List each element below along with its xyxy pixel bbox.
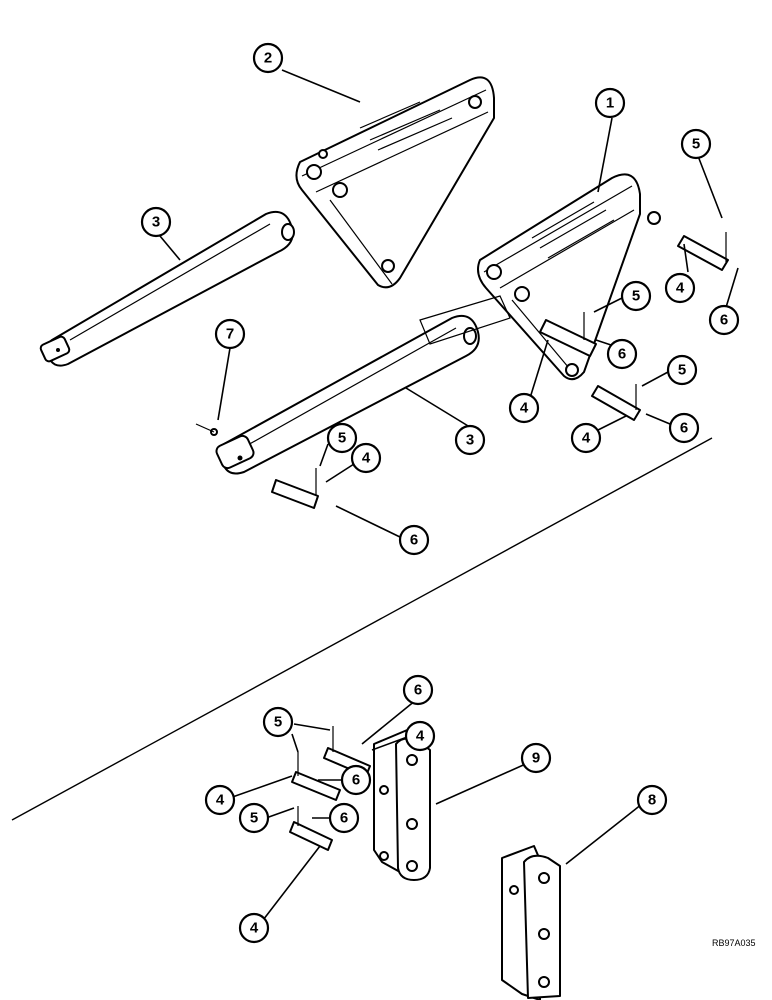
triangle-bracket-right <box>477 173 661 381</box>
callout-3a: 3 <box>140 206 172 238</box>
callout-4g: 4 <box>238 912 270 944</box>
svg-text:6: 6 <box>720 312 728 329</box>
svg-text:3: 3 <box>152 214 160 231</box>
callout-6d: 6 <box>398 524 430 556</box>
pin-middle-tube <box>271 468 319 509</box>
callout-6b: 6 <box>606 338 638 370</box>
callout-4a: 4 <box>664 272 696 304</box>
svg-text:4: 4 <box>250 920 259 937</box>
callout-5c: 5 <box>666 354 698 386</box>
svg-text:4: 4 <box>520 400 529 417</box>
svg-text:5: 5 <box>692 136 700 153</box>
callout-5f: 5 <box>238 802 270 834</box>
callout-4b: 4 <box>508 392 540 424</box>
callout-4f: 4 <box>204 784 236 816</box>
svg-text:6: 6 <box>410 532 418 549</box>
tube-middle <box>195 295 511 475</box>
callout-1: 1 <box>594 87 626 119</box>
svg-text:8: 8 <box>648 792 656 809</box>
pin-right-top <box>677 232 729 271</box>
svg-text:5: 5 <box>632 288 640 305</box>
svg-text:5: 5 <box>678 362 686 379</box>
pin-right-lower <box>591 384 641 421</box>
callout-6a: 6 <box>708 304 740 336</box>
figure-reference-code: RB97A035 <box>712 938 756 948</box>
svg-text:1: 1 <box>606 95 614 112</box>
svg-text:6: 6 <box>352 772 360 789</box>
svg-text:3: 3 <box>466 432 474 449</box>
tube-upper-left <box>39 210 295 367</box>
svg-text:5: 5 <box>250 810 258 827</box>
callout-7: 7 <box>214 318 246 350</box>
callout-4c: 4 <box>570 422 602 454</box>
svg-text:7: 7 <box>226 326 234 343</box>
svg-text:4: 4 <box>416 728 425 745</box>
callout-9: 9 <box>520 742 552 774</box>
pin-right-middle <box>539 312 597 357</box>
svg-text:6: 6 <box>340 810 348 827</box>
svg-text:5: 5 <box>274 714 282 731</box>
callout-5b: 5 <box>620 280 652 312</box>
section-divider <box>11 437 713 821</box>
callout-6c: 6 <box>668 412 700 444</box>
svg-text:4: 4 <box>362 450 371 467</box>
pin-lower-middle <box>291 752 341 801</box>
svg-text:4: 4 <box>216 792 225 809</box>
hinge-block <box>501 845 561 1000</box>
svg-text:4: 4 <box>676 280 685 297</box>
callout-6g: 6 <box>328 802 360 834</box>
callout-4d: 4 <box>350 442 382 474</box>
svg-text:9: 9 <box>532 750 540 767</box>
svg-text:6: 6 <box>680 420 688 437</box>
pin-lower-bottom <box>289 806 333 851</box>
callout-3b: 3 <box>454 424 486 456</box>
svg-text:6: 6 <box>414 682 422 699</box>
callout-6e: 6 <box>402 674 434 706</box>
callout-5d: 5 <box>326 422 358 454</box>
triangle-bracket-upper <box>295 76 495 289</box>
svg-text:4: 4 <box>582 430 591 447</box>
callout-2: 2 <box>252 42 284 74</box>
svg-text:2: 2 <box>264 50 272 67</box>
callout-6f: 6 <box>340 764 372 796</box>
svg-text:6: 6 <box>618 346 626 363</box>
callout-4e: 4 <box>404 720 436 752</box>
callout-5a: 5 <box>680 128 712 160</box>
callout-8: 8 <box>636 784 668 816</box>
svg-text:5: 5 <box>338 430 346 447</box>
callout-5e: 5 <box>262 706 294 738</box>
